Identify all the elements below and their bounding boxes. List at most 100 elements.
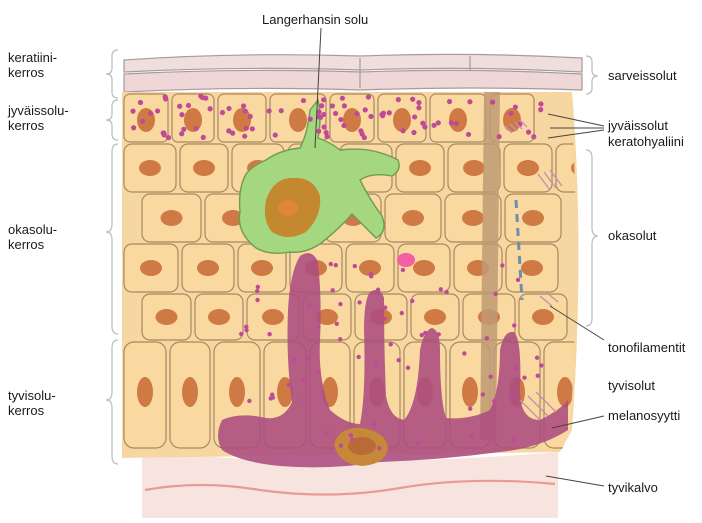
melanin-granule (302, 398, 306, 402)
keratohyalin-granule (366, 94, 371, 99)
keratohyalin-granule (244, 126, 249, 131)
keratohyalin-granule (422, 124, 427, 129)
layer-label-keratin-line2: kerros (8, 65, 57, 80)
melanin-granule (382, 316, 386, 320)
nucleus (161, 210, 183, 226)
keratohyalin-granule (273, 132, 278, 137)
keratohyalin-granule (330, 103, 335, 108)
melanin-granule (516, 278, 520, 282)
nucleus (393, 108, 411, 132)
label-okasolut: okasolut (608, 228, 656, 243)
melanin-granule (416, 441, 420, 445)
melanin-granule (369, 274, 373, 278)
melanin-granule (356, 355, 360, 359)
melanin-granule (406, 366, 410, 370)
nucleus (413, 260, 435, 276)
keratohyalin-granule (163, 96, 168, 101)
label-tyvisolut: tyvisolut (608, 378, 655, 393)
nucleus (449, 108, 467, 132)
keratohyalin-granule (322, 124, 327, 129)
melanin-granule (372, 422, 376, 426)
right-braces (586, 56, 598, 326)
melanin-granule (374, 363, 378, 367)
melanin-granule (401, 268, 405, 272)
keratohyalin-granule (449, 120, 454, 125)
melanin-granule (329, 262, 333, 266)
melanin-granule (335, 322, 339, 326)
nucleus (251, 260, 273, 276)
melanin-granule (510, 395, 514, 399)
keratohyalin-granule (220, 110, 225, 115)
melanin-granule (377, 446, 381, 450)
keratohyalin-granule (416, 105, 421, 110)
nucleus (424, 309, 446, 325)
keratohyalin-granule (513, 105, 518, 110)
keratohyalin-granule (130, 109, 135, 114)
nucleus (140, 260, 162, 276)
layer-label-basal-line2: kerros (8, 403, 56, 418)
melanin-granule (469, 433, 473, 437)
label-sarveissolut: sarveissolut (608, 68, 677, 83)
melanin-granule (239, 332, 243, 336)
melanin-granule (468, 406, 472, 410)
keratohyalin-granule (279, 108, 284, 113)
keratohyalin-granule (508, 111, 513, 116)
keratohyalin-granule (242, 134, 247, 139)
keratohyalin-granule (177, 104, 182, 109)
layer-label-basal-line1: tyvisolu- (8, 388, 56, 403)
stratum-corneum (124, 54, 582, 92)
melanin-granule (383, 305, 387, 309)
keratohyalin-granule (362, 135, 367, 140)
keratohyalin-granule (250, 126, 255, 131)
melanin-granule (389, 342, 393, 346)
keratohyalin-granule (396, 97, 401, 102)
keratohyalin-granule (241, 103, 246, 108)
layer-label-keratin-line1: keratiini- (8, 50, 57, 65)
keratohyalin-granule (342, 103, 347, 108)
melanin-granule (400, 311, 404, 315)
keratohyalin-granule (538, 101, 543, 106)
keratohyalin-granule (319, 103, 324, 108)
keratohyalin-granule (526, 130, 531, 135)
keratohyalin-granule (466, 132, 471, 137)
keratohyalin-granule (411, 130, 416, 135)
melanin-granule (462, 351, 466, 355)
keratohyalin-granule (301, 98, 306, 103)
keratohyalin-granule (325, 134, 330, 139)
nucleus (193, 160, 215, 176)
melanin-granule (338, 302, 342, 306)
melanin-granule (305, 357, 309, 361)
nucleus (262, 309, 284, 325)
keratohyalin-granule (138, 100, 143, 105)
keratohyalin-granule (538, 107, 543, 112)
keratohyalin-granule (208, 106, 213, 111)
melanosome (397, 253, 415, 267)
melanin-granule (330, 288, 334, 292)
melanin-granule (423, 331, 427, 335)
layer-label-granular-line2: kerros (8, 118, 69, 133)
keratohyalin-granule (248, 114, 253, 119)
keratohyalin-granule (368, 114, 373, 119)
nucleus (462, 210, 484, 226)
keratohyalin-granule (243, 108, 248, 113)
keratohyalin-granule (181, 127, 186, 132)
melanin-granule (316, 369, 320, 373)
melanin-granule (535, 356, 539, 360)
keratohyalin-granule (161, 130, 166, 135)
layer-label-keratin: keratiini- kerros (8, 50, 57, 80)
melanin-granule (338, 337, 342, 341)
melanin-granule (444, 290, 448, 294)
melanin-granule (397, 358, 401, 362)
keratohyalin-granule (341, 123, 346, 128)
nucleus (557, 377, 573, 407)
keratohyalin-granule (380, 113, 385, 118)
keratohyalin-granule (193, 126, 198, 131)
nucleus (463, 160, 485, 176)
melanin-granule (353, 264, 357, 268)
melanin-granule (512, 323, 516, 327)
keratohyalin-granule (447, 99, 452, 104)
nucleus (532, 309, 554, 325)
nucleus (517, 160, 539, 176)
melanin-granule (437, 332, 441, 336)
